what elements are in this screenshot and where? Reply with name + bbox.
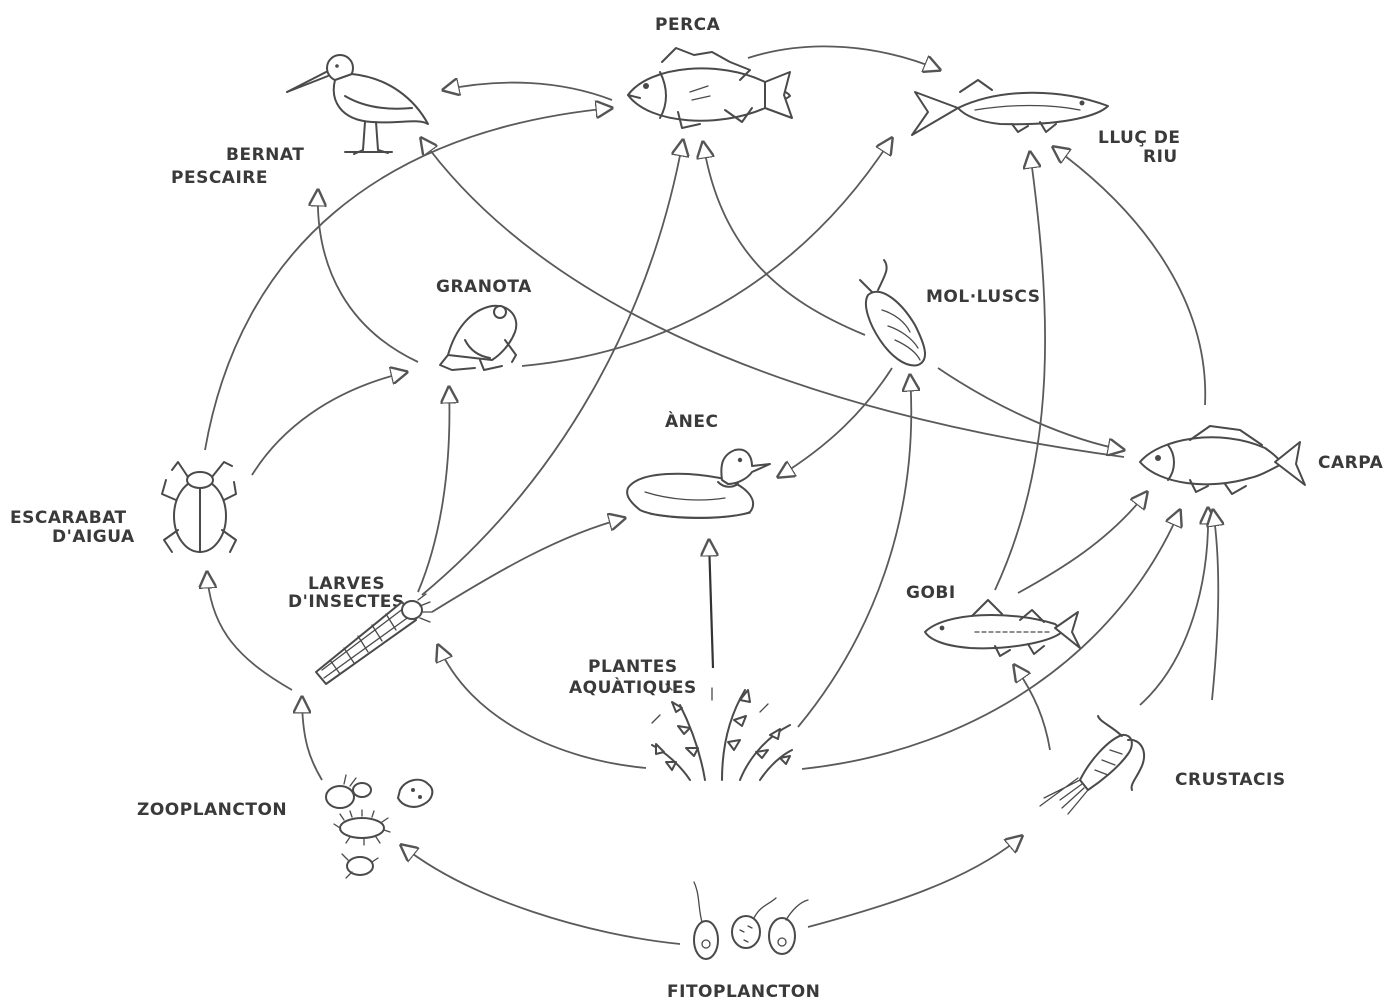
edge-zoo-escarabat [207, 572, 293, 691]
node-molluscs: MOL·LUSCS [859, 259, 1040, 367]
edge-granota-bernat [318, 190, 419, 363]
edge-larves-anec [431, 518, 625, 613]
node-crustacis: CRUSTACIS [1039, 715, 1286, 815]
snail-icon [859, 259, 926, 367]
edge-larves-granota [417, 387, 449, 593]
label-fito: FITOPLANCTON [667, 982, 820, 1001]
edge-crustacis-up [1212, 510, 1218, 701]
node-perca: PERCA [627, 15, 793, 129]
label-gobi: GOBI [906, 583, 956, 603]
label-zoo: ZOOPLANCTON [137, 800, 287, 820]
node-bernat: BERNAT PESCAIRE [171, 54, 429, 188]
edge-gobi-lluc [994, 152, 1046, 591]
edge-plantes-carpa [801, 510, 1180, 770]
label-perca: PERCA [655, 15, 721, 35]
edge-granota-lluc [521, 138, 892, 367]
node-lluc: LLUÇ DE RIU [911, 79, 1180, 167]
edge-gobi-carpa [1017, 492, 1147, 594]
node-zoo: ZOOPLANCTON [137, 774, 434, 879]
water-beetle-icon [161, 461, 237, 553]
edge-molluscs-perca [703, 142, 866, 336]
label-larves-2: D'INSECTES [288, 592, 405, 612]
edge-crustacis-carpa [1139, 508, 1208, 706]
zooplankton-icon [325, 774, 434, 879]
perch-fish-icon [627, 47, 793, 129]
heron-bird-icon [286, 54, 429, 155]
edge-perca-bernat [443, 83, 613, 101]
label-carpa: CARPA [1318, 453, 1384, 473]
carp-fish-icon [1139, 425, 1306, 495]
node-fito: FITOPLANCTON [667, 881, 820, 1001]
label-bernat-1: BERNAT [226, 145, 304, 165]
edge-plantes-anec [709, 540, 713, 669]
label-anec: ÀNEC [665, 410, 718, 432]
label-escarabat-1: ESCARABAT [10, 508, 127, 528]
crustacean-icon [1039, 715, 1146, 815]
duck-icon [626, 448, 771, 520]
edge-fito-zoo [401, 845, 681, 945]
node-anec: ÀNEC [626, 410, 771, 520]
edge-carpa-bernat [421, 138, 1125, 458]
node-larves: LARVES D'INSECTES [288, 574, 433, 685]
insect-larva-icon [315, 593, 433, 685]
edge-molluscs-carpa [937, 367, 1124, 450]
node-carpa: CARPA [1139, 425, 1384, 495]
label-plantes-2: AQUÀTIQUES [569, 676, 697, 698]
edge-zoo-up [302, 697, 323, 781]
label-crustacis: CRUSTACIS [1175, 770, 1286, 790]
edge-plantes-molluscs [797, 375, 911, 728]
node-gobi: GOBI [906, 583, 1081, 657]
edge-crustacis-gobi [1014, 665, 1051, 751]
goby-fish-icon [924, 599, 1081, 657]
label-escarabat-2: D'AIGUA [52, 527, 135, 547]
edge-perca-lluc [747, 45, 940, 70]
label-bernat-2: PESCAIRE [171, 168, 268, 188]
aquatic-plants-icon [651, 683, 793, 781]
node-plantes: PLANTES AQUÀTIQUES [569, 657, 793, 781]
pike-fish-icon [911, 79, 1109, 136]
edge-plantes-larves [438, 645, 647, 769]
edge-fito-crustacis [807, 836, 1022, 928]
label-lluc-2: RIU [1143, 147, 1178, 167]
edges-layer [204, 45, 1218, 945]
node-granota: GRANOTA [436, 277, 532, 371]
label-molluscs: MOL·LUSCS [926, 287, 1040, 307]
edge-escarabat-perca [204, 108, 612, 451]
edge-carpa-lluc [1053, 147, 1207, 406]
phytoplankton-icon [693, 881, 809, 960]
node-escarabat: ESCARABAT D'AIGUA [10, 461, 237, 553]
label-granota: GRANOTA [436, 277, 532, 297]
frog-icon [439, 304, 518, 371]
edge-larves-perca [421, 140, 683, 596]
label-plantes-1: PLANTES [588, 657, 678, 677]
edge-escarabat-granota [251, 372, 407, 476]
edge-molluscs-anec [778, 367, 893, 477]
label-larves-1: LARVES [308, 574, 385, 594]
label-lluc-1: LLUÇ DE [1098, 128, 1180, 148]
